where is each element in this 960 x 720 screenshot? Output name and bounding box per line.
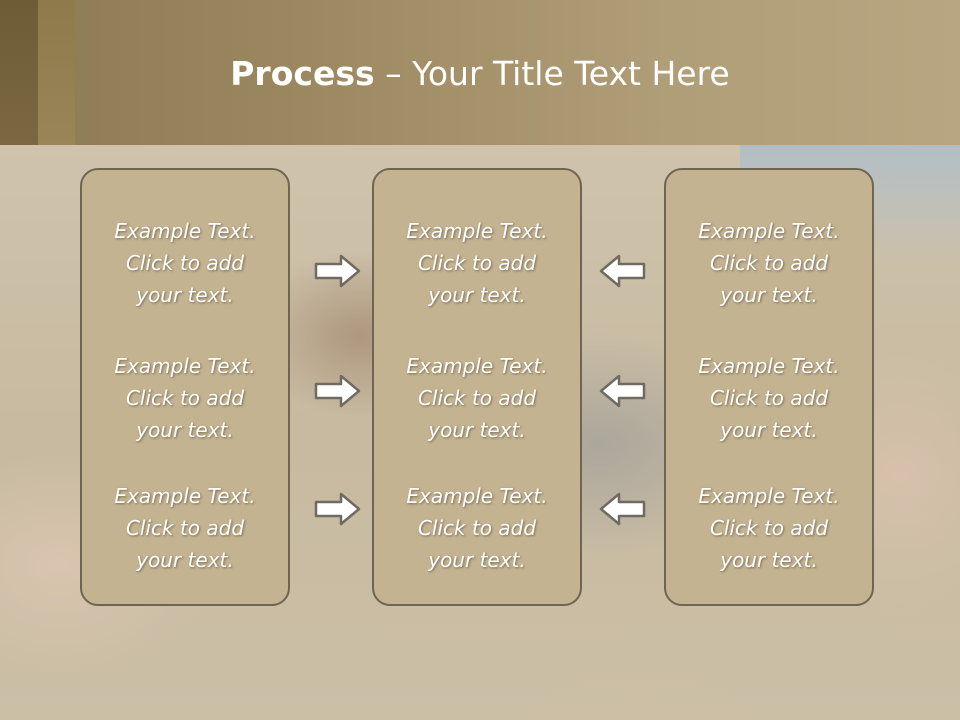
text-line: Click to add (709, 516, 829, 540)
title-bar-accent-dark (0, 0, 38, 145)
left-arrow-icon (599, 254, 646, 288)
left-arrow-icon (599, 374, 646, 408)
text-line: Example Text. (114, 484, 256, 508)
text-line: your text. (136, 283, 234, 307)
text-block[interactable]: Example Text. Click to add your text. (374, 350, 580, 446)
process-box-center[interactable]: Example Text. Click to add your text. Ex… (372, 168, 582, 606)
slide-title-bold: Process (230, 54, 375, 93)
text-block[interactable]: Example Text. Click to add your text. (666, 480, 872, 576)
title-bar-accent-light (38, 0, 75, 145)
text-line: your text. (136, 548, 234, 572)
text-block[interactable]: Example Text. Click to add your text. (374, 215, 580, 311)
text-block[interactable]: Example Text. Click to add your text. (82, 215, 288, 311)
text-line: Example Text. (698, 219, 840, 243)
text-block[interactable]: Example Text. Click to add your text. (82, 480, 288, 576)
text-line: your text. (428, 548, 526, 572)
right-arrow-icon (314, 374, 361, 408)
process-box-right[interactable]: Example Text. Click to add your text. Ex… (664, 168, 874, 606)
right-arrow-icon (314, 492, 361, 526)
text-line: your text. (136, 418, 234, 442)
text-line: your text. (428, 283, 526, 307)
text-line: Click to add (709, 251, 829, 275)
text-line: Click to add (125, 516, 245, 540)
text-line: your text. (720, 418, 818, 442)
text-line: Example Text. (114, 219, 256, 243)
slide-title-rest: – Your Title Text Here (374, 54, 730, 93)
text-line: Example Text. (698, 354, 840, 378)
text-line: Click to add (125, 251, 245, 275)
text-line: Example Text. (406, 354, 548, 378)
text-line: your text. (720, 283, 818, 307)
text-line: your text. (720, 548, 818, 572)
slide-title[interactable]: Process – Your Title Text Here (0, 52, 960, 96)
text-line: Example Text. (698, 484, 840, 508)
text-line: Click to add (417, 251, 537, 275)
text-line: Click to add (709, 386, 829, 410)
title-bar (0, 0, 960, 145)
text-line: Example Text. (406, 484, 548, 508)
text-line: Example Text. (406, 219, 548, 243)
text-line: your text. (428, 418, 526, 442)
text-line: Click to add (125, 386, 245, 410)
process-box-left[interactable]: Example Text. Click to add your text. Ex… (80, 168, 290, 606)
text-block[interactable]: Example Text. Click to add your text. (666, 350, 872, 446)
text-block[interactable]: Example Text. Click to add your text. (82, 350, 288, 446)
text-line: Click to add (417, 516, 537, 540)
text-line: Click to add (417, 386, 537, 410)
text-line: Example Text. (114, 354, 256, 378)
right-arrow-icon (314, 254, 361, 288)
text-block[interactable]: Example Text. Click to add your text. (666, 215, 872, 311)
text-block[interactable]: Example Text. Click to add your text. (374, 480, 580, 576)
left-arrow-icon (599, 492, 646, 526)
